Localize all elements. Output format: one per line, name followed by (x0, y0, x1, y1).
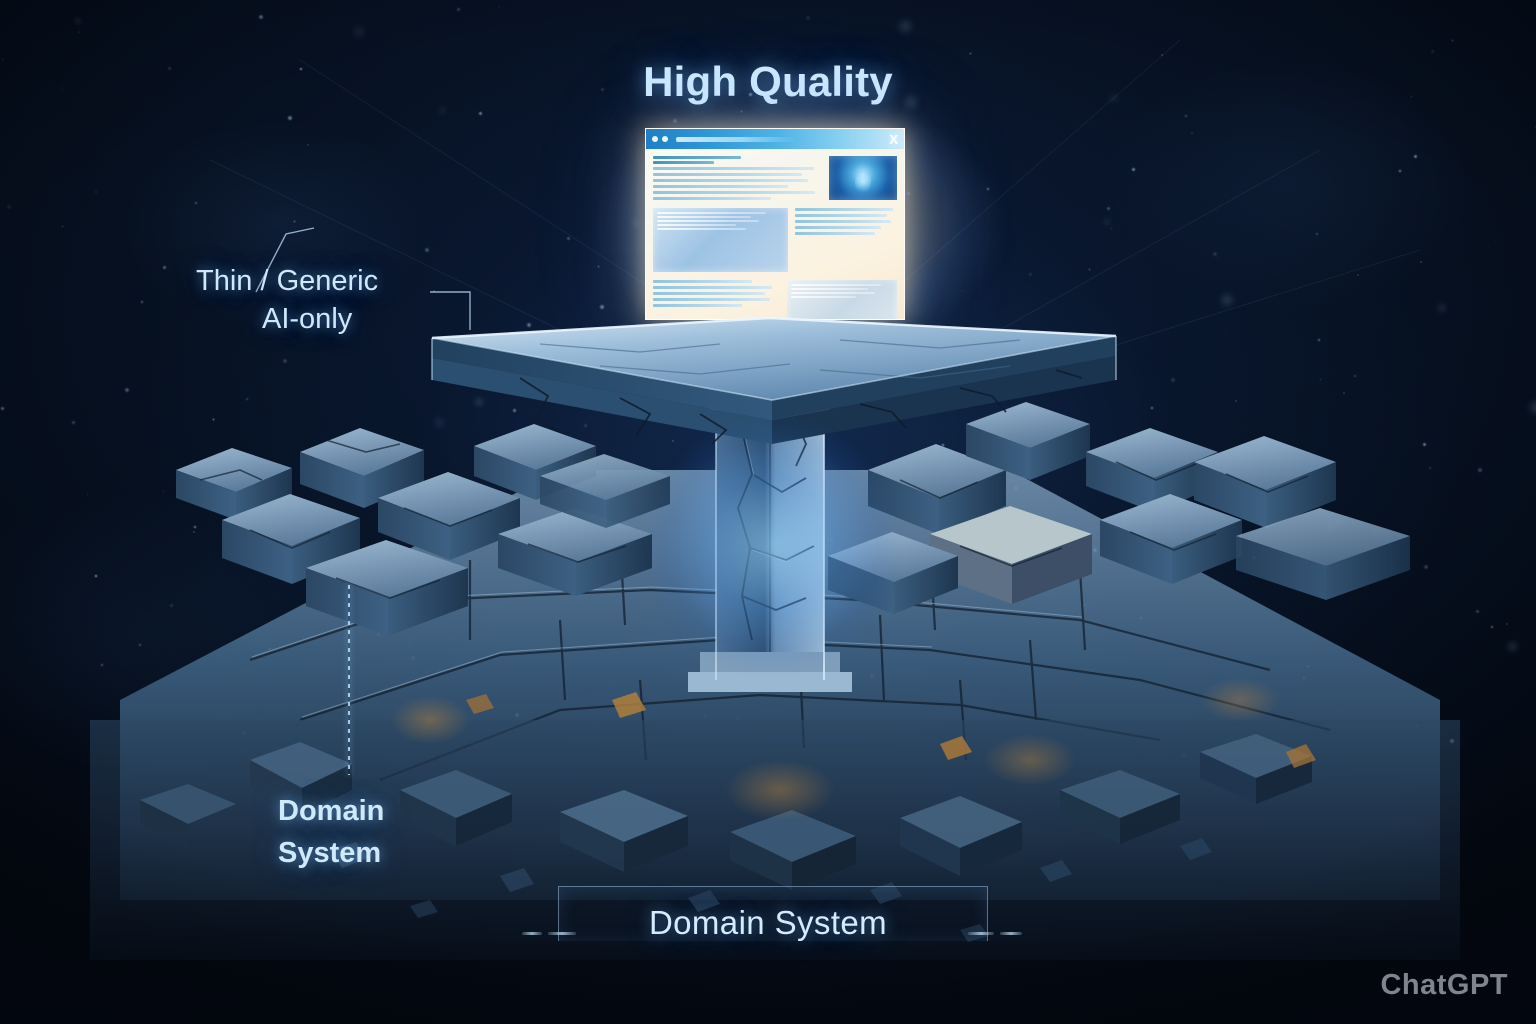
label-domain-system-line2: System (278, 837, 382, 869)
page-content (646, 149, 904, 319)
page-title: High Quality (643, 58, 893, 105)
window-dot-icon[interactable] (652, 136, 658, 142)
stone-block-field-right (828, 402, 1410, 614)
media-card (786, 280, 897, 319)
label-domain-system-side: Domain System (278, 790, 384, 874)
content-row-bottom (653, 280, 897, 319)
stone-block-field-left (176, 424, 670, 636)
label-domain-system-line1: Domain (278, 795, 385, 827)
browser-window[interactable]: X (645, 128, 905, 320)
watermark: ChatGPT (1380, 969, 1508, 1001)
banner-label: Domain System (648, 904, 888, 941)
article-text-block (794, 208, 897, 272)
banner-dash-left-outer (522, 932, 542, 935)
window-dot-icon[interactable] (662, 136, 668, 142)
label-thin-generic: Thin / Generic AI-only (196, 262, 378, 338)
browser-titlebar: X (646, 129, 904, 149)
url-bar[interactable] (676, 136, 796, 142)
label-thin-generic-line2: AI-only (262, 303, 353, 335)
close-icon[interactable]: X (889, 131, 898, 147)
media-card (653, 208, 788, 272)
hero-image (829, 156, 897, 200)
content-row-top (653, 156, 897, 200)
pedestal-glow (612, 380, 932, 710)
cracked-stone-platform (431, 316, 1117, 445)
domain-leader-dashed-line (348, 585, 350, 775)
label-thin-generic-line1: Thin / Generic (196, 265, 379, 297)
content-row-middle (653, 208, 897, 272)
article-text-block (653, 280, 780, 319)
banner-dash-left-inner (548, 932, 576, 935)
banner-dash-right-inner (968, 932, 994, 935)
stone-pedestal-column (688, 392, 852, 692)
article-text-block (653, 156, 822, 200)
banner-dash-right-outer (1000, 932, 1022, 935)
